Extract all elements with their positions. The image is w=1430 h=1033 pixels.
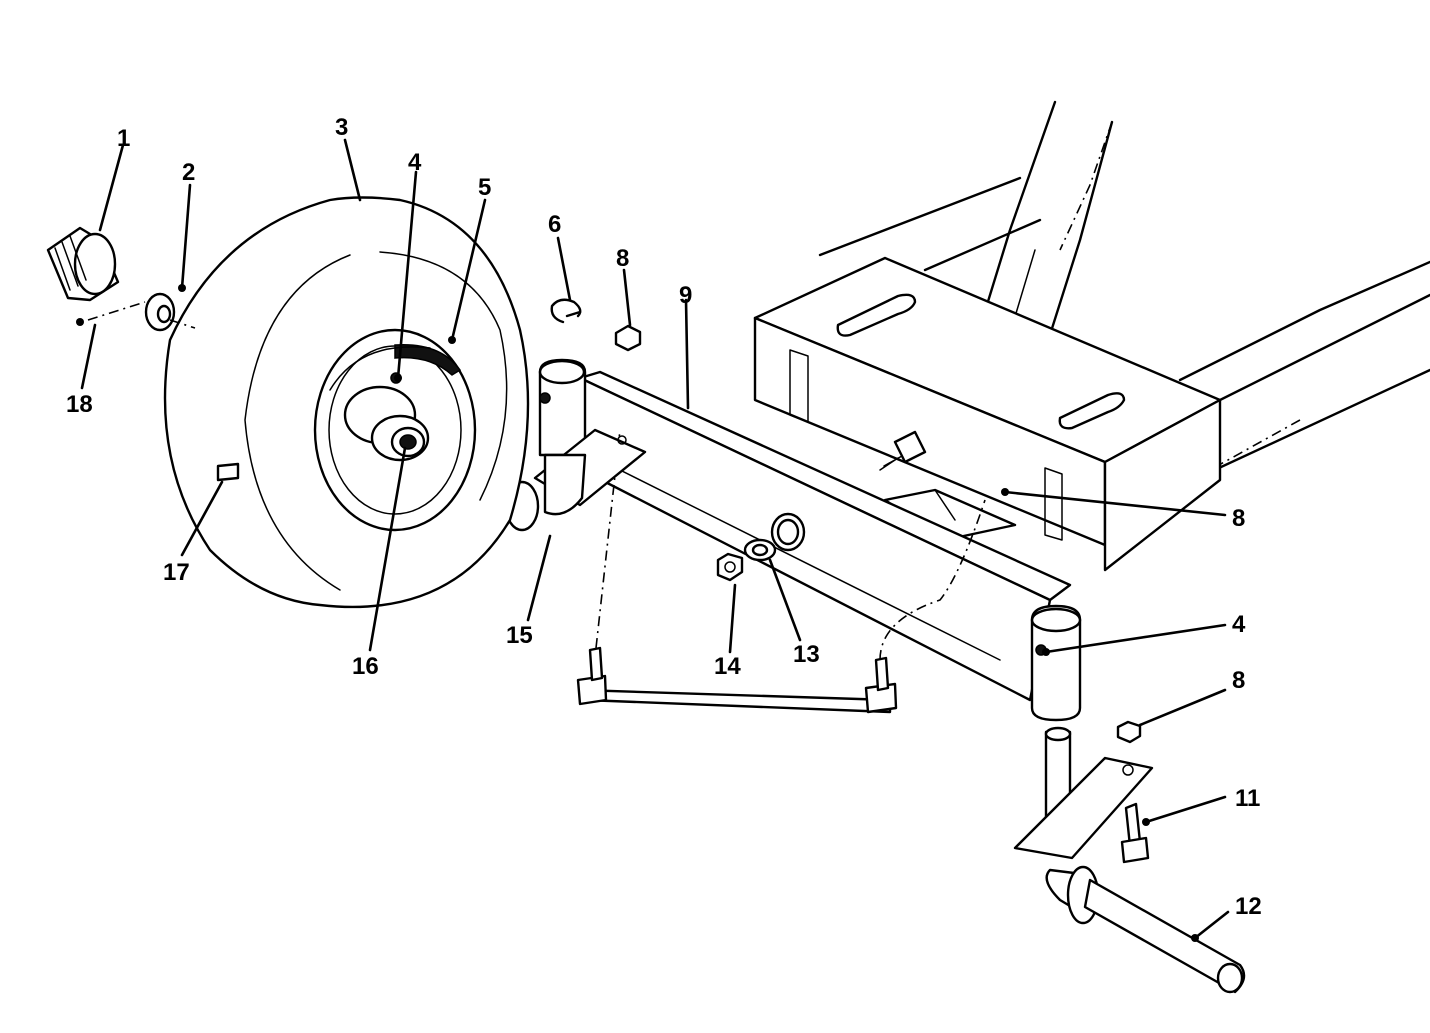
leader-13 (768, 558, 802, 642)
leader-9 (684, 298, 690, 410)
callout-5: 5 (478, 174, 491, 201)
callout-12: 12 (1235, 893, 1262, 920)
leader-8a (622, 268, 632, 327)
callout-13: 13 (793, 641, 820, 668)
callout-4-spindle: 4 (1232, 611, 1246, 638)
callout-4-wheel: 4 (408, 149, 422, 176)
leader-11 (1144, 795, 1227, 824)
callout-17: 17 (163, 559, 190, 586)
leader-lines (80, 138, 1230, 942)
leader-18 (80, 323, 97, 390)
callout-15: 15 (506, 622, 533, 649)
leader-4b (1044, 623, 1227, 654)
leader-16 (368, 446, 407, 652)
callout-8-lower: 8 (1232, 667, 1245, 694)
callout-9: 9 (679, 282, 692, 309)
callout-labels: 1 2 3 4 5 6 8 9 8 4 8 11 12 13 14 15 16 … (66, 114, 1262, 920)
callout-8-top: 8 (616, 245, 629, 272)
tractor-frame (753, 100, 1430, 572)
callout-6: 6 (548, 211, 561, 238)
leader-5 (450, 198, 487, 342)
leader-14 (728, 583, 737, 654)
leader-12 (1193, 910, 1230, 940)
right-spindle (1013, 604, 1246, 994)
leader-17 (180, 480, 224, 557)
leader-15 (526, 534, 552, 622)
leader-8b (1003, 490, 1227, 517)
callout-3: 3 (335, 114, 348, 141)
callout-14: 14 (714, 653, 741, 680)
callout-8-right: 8 (1232, 505, 1245, 532)
leader-8c (1138, 688, 1227, 727)
callout-18: 18 (66, 391, 93, 418)
callout-11: 11 (1235, 785, 1260, 812)
leader-1 (98, 143, 125, 232)
callout-2: 2 (182, 159, 195, 186)
front-wheel (46, 196, 530, 609)
leader-4a (396, 170, 418, 380)
leader-3 (343, 138, 362, 202)
left-spindle (442, 298, 806, 582)
callout-16: 16 (352, 653, 379, 680)
leader-6 (556, 236, 572, 302)
tie-rod (576, 429, 986, 714)
leader-2 (180, 183, 192, 290)
callout-1: 1 (117, 125, 130, 152)
